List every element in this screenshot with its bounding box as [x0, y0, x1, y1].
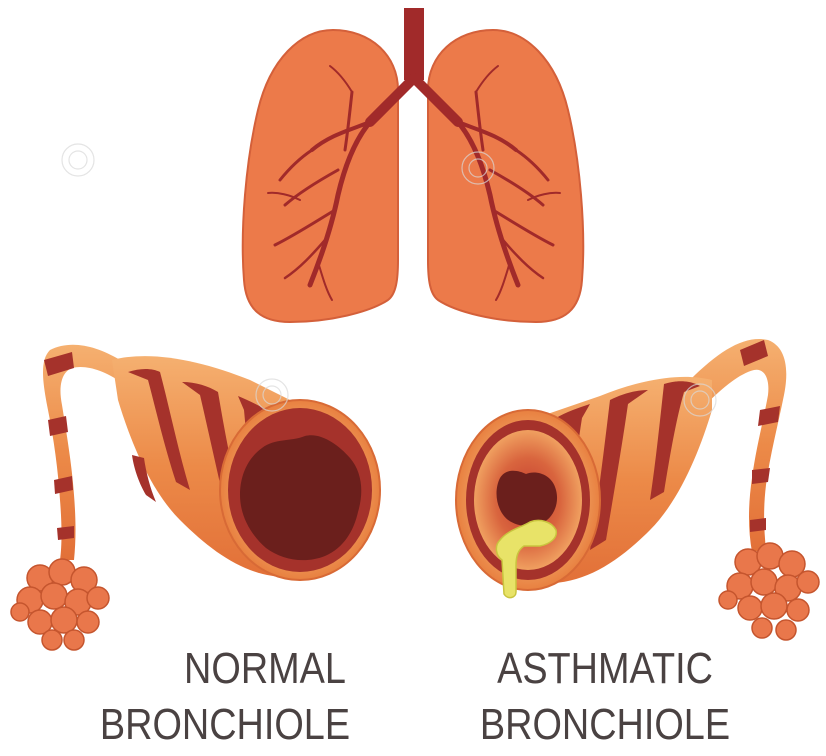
- normal-alveoli: [11, 559, 109, 650]
- lungs: [243, 8, 583, 322]
- asthmatic-label-line2: BRONCHIOLE: [476, 700, 734, 750]
- normal-bronchiole: [11, 345, 380, 650]
- asthmatic-bronchiole: [456, 339, 819, 640]
- trachea: [404, 8, 424, 80]
- asthmatic-label-line1: ASTHMATIC: [476, 644, 734, 694]
- normal-label-line1: NORMAL: [166, 644, 364, 694]
- asthmatic-alveoli: [719, 543, 819, 640]
- asthmatic-bronchiole-lumen: [497, 471, 558, 526]
- normal-label-line2: BRONCHIOLE: [83, 700, 367, 750]
- left-lung: [243, 30, 398, 322]
- asthmatic-bronchiole-tail: [690, 339, 786, 552]
